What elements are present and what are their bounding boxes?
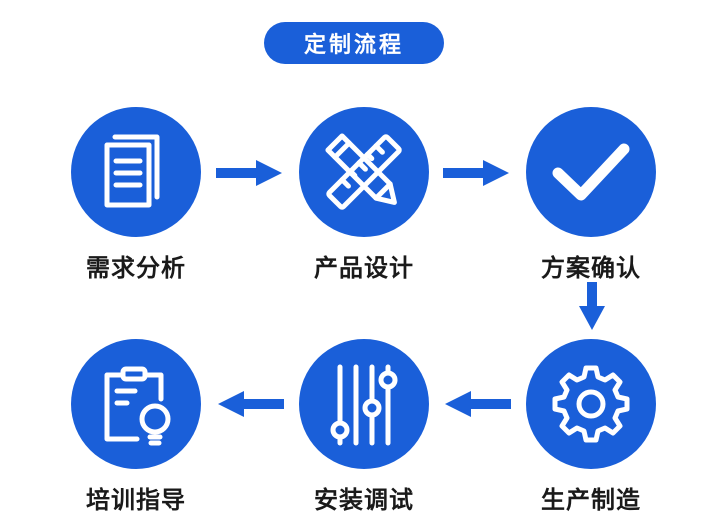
document-icon [104,134,160,208]
step-4-circle [526,339,656,469]
checkmark-icon [552,143,630,201]
gear-icon [552,365,630,443]
step-5-label: 安装调试 [314,486,414,514]
page-title: 定制流程 [264,22,444,64]
step-6-label: 培训指导 [86,486,186,514]
step-6-circle [71,339,201,469]
arrow-left-icon [445,391,511,417]
arrow-right-icon [443,160,509,186]
step-2-label: 产品设计 [314,254,414,282]
step-3-label: 方案确认 [541,254,641,282]
sliders-icon [330,364,398,446]
step-1-circle [71,107,201,237]
pencil-ruler-icon [325,133,402,210]
arrow-left-icon [218,391,284,417]
arrow-down-icon [579,282,605,330]
clipboard-lightbulb-icon [104,366,171,446]
step-3-circle [526,107,656,237]
step-5-circle [299,339,429,469]
step-1-label: 需求分析 [86,254,186,282]
step-2-circle [299,107,429,237]
step-4-label: 生产制造 [541,486,641,514]
arrow-right-icon [216,160,282,186]
